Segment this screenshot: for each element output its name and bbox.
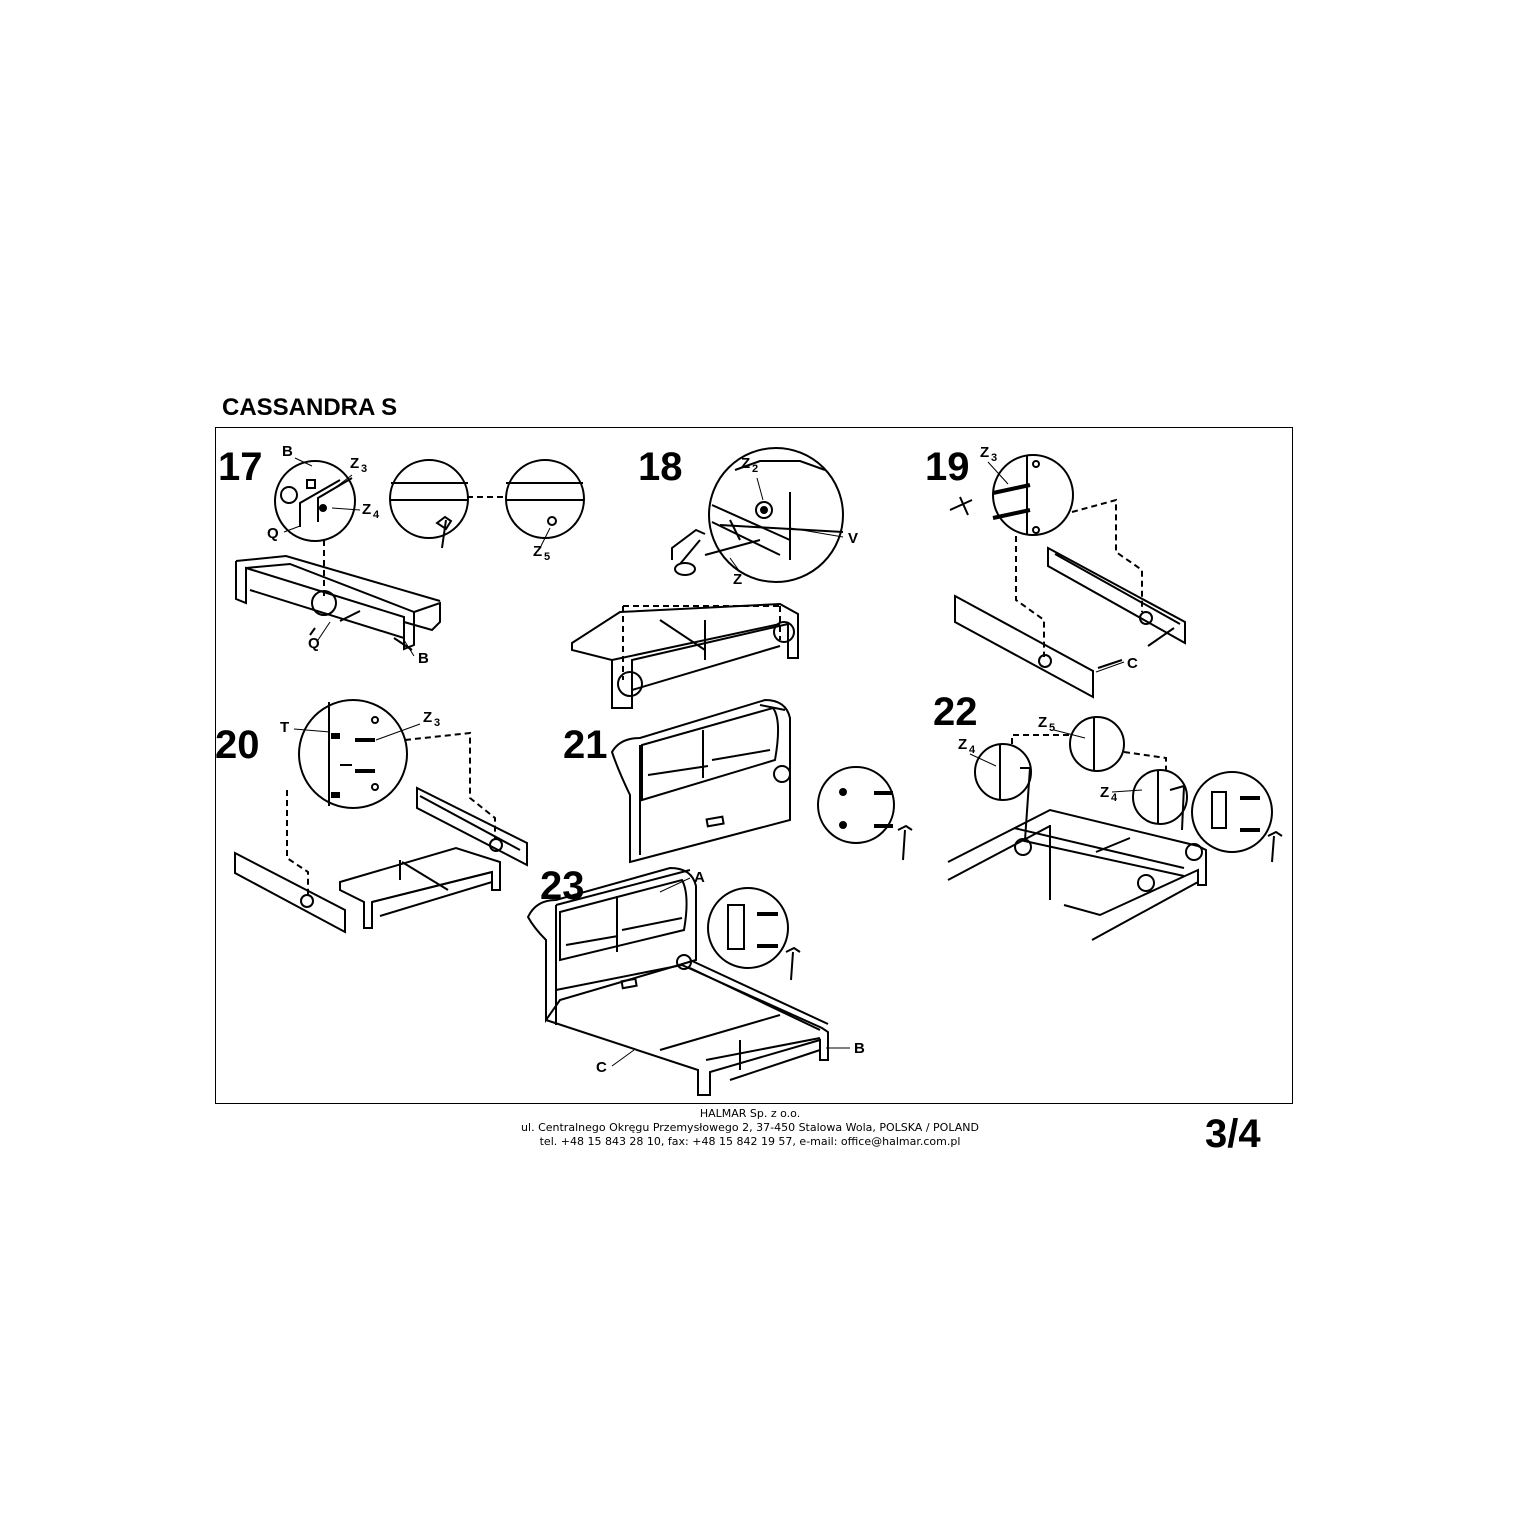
step-18-illustration [571, 447, 844, 709]
part-label-z3-sub: 3 [434, 717, 440, 729]
part-label-q: Q [267, 525, 279, 542]
footer-address: ul. Centralnego Okręgu Przemysłowego 2, … [521, 1121, 979, 1134]
part-label-q-base: Q [308, 635, 320, 652]
part-label-b-base: B [418, 650, 429, 667]
part-label-v: V [848, 530, 858, 547]
detail-circle-19 [992, 454, 1074, 536]
step-number-17: 17 [218, 445, 263, 489]
part-label-c: C [596, 1059, 607, 1076]
part-label-z5: Z [1038, 714, 1047, 731]
step-number-23: 23 [540, 864, 585, 908]
detail-circle-18 [708, 447, 844, 583]
step-23-illustration [526, 866, 829, 1096]
step-19-illustration [949, 454, 1186, 699]
detail-circle-22-d [1191, 771, 1273, 853]
part-label-z4-sub: 4 [1111, 792, 1118, 804]
detail-circle-17-a [274, 460, 356, 542]
part-label-t: T [280, 719, 289, 736]
step-22-illustration [947, 716, 1283, 941]
step-17-illustration [235, 459, 585, 651]
detail-circle-20 [298, 699, 408, 809]
part-label-z3: Z [350, 455, 359, 472]
step-number-21: 21 [563, 723, 608, 767]
detail-circle-23 [707, 887, 789, 969]
part-label-z3-sub: 3 [361, 463, 367, 475]
step-20-illustration [234, 699, 528, 934]
part-label-z: Z [733, 571, 742, 588]
detail-circle-21 [817, 766, 895, 844]
step-number-18: 18 [638, 445, 683, 489]
part-label-z4-sub: 4 [969, 744, 976, 756]
part-label-z3-sub: 3 [991, 452, 997, 464]
part-label-z5-sub: 5 [544, 551, 550, 563]
step-21-illustration [610, 698, 913, 864]
part-label-c: C [1127, 655, 1138, 672]
part-label-z4-sub: 4 [373, 509, 380, 521]
part-label-z4: Z [958, 736, 967, 753]
detail-circle-22-a [1069, 716, 1125, 772]
footer-company: HALMAR Sp. z o.o. [699, 1107, 801, 1120]
document-title: CASSANDRA S [222, 394, 398, 421]
part-label-z3: Z [423, 709, 432, 726]
detail-circle-22-c [1132, 769, 1188, 825]
part-label-z5: Z [533, 543, 542, 560]
part-label-b: B [854, 1040, 865, 1057]
part-label-z2: Z [741, 455, 750, 472]
step-number-19: 19 [925, 445, 970, 489]
part-label-b: B [282, 443, 293, 460]
part-label-z5-sub: 5 [1049, 722, 1055, 734]
part-label-z3: Z [980, 444, 989, 461]
part-label-z2-sub: 2 [752, 463, 758, 475]
detail-circle-22-b [974, 743, 1032, 801]
part-label-z4: Z [362, 501, 371, 518]
step-number-20: 20 [215, 723, 260, 767]
part-label-a: A [694, 869, 705, 886]
instruction-frame [215, 427, 1293, 1104]
page-number: 3/4 [1205, 1112, 1261, 1156]
footer-contact: tel. +48 15 843 28 10, fax: +48 15 842 1… [539, 1135, 961, 1148]
part-label-z4: Z [1100, 784, 1109, 801]
step-number-22: 22 [933, 690, 978, 734]
